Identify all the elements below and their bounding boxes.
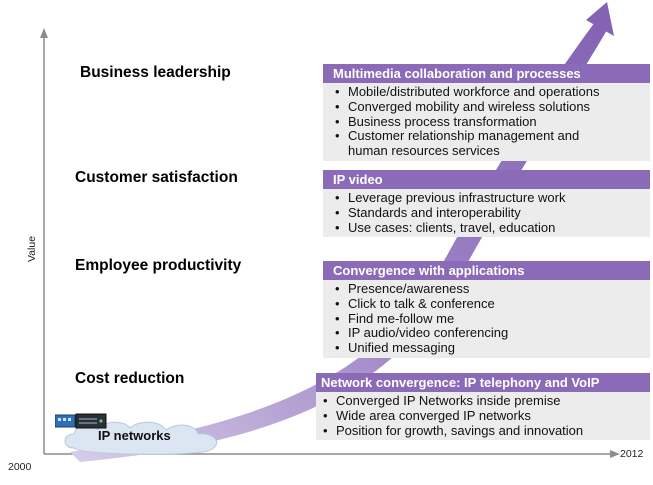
x-axis-start-label: 2000 <box>8 461 32 473</box>
bullet-item: Use cases: clients, travel, education <box>333 220 650 236</box>
bullet-item: Click to talk & conference <box>333 296 650 312</box>
origin-label: IP networks <box>98 428 171 443</box>
bullet-item: Standards and interoperability <box>333 205 650 221</box>
bullet-item: Position for growth, savings and innovat… <box>321 423 650 439</box>
x-axis-end-label: 2012 <box>620 448 644 460</box>
bullet-item: IP audio/video conferencing <box>333 326 650 341</box>
network-device-icon <box>55 413 107 429</box>
bullet-item: Converged IP Networks inside premise <box>321 393 650 409</box>
stage-label-cost-reduction: Cost reduction <box>75 370 185 387</box>
stage-box-business-leadership: Multimedia collaboration and processes M… <box>323 64 650 161</box>
x-axis-arrowhead <box>610 450 620 458</box>
bullet-item: Customer relationship management and <box>333 129 650 144</box>
bullet-continuation: human resources services <box>348 143 500 159</box>
stage-bullet-list: Converged IP Networks inside premise Wid… <box>316 392 650 440</box>
stage-box-cost-reduction: Network convergence: IP telephony and Vo… <box>316 373 650 441</box>
bullet-item: Mobile/distributed workforce and operati… <box>333 84 650 100</box>
stage-label-customer-satisfaction: Customer satisfaction <box>75 169 238 186</box>
y-axis-arrowhead <box>40 28 48 38</box>
stage-label-employee-productivity: Employee productivity <box>75 257 242 274</box>
stage-box-employee-productivity: Convergence with applications Presence/a… <box>323 261 650 358</box>
bullet-item: Find me-follow me <box>333 311 650 327</box>
bullet-item: Converged mobility and wireless solution… <box>333 99 650 115</box>
bullet-item: Business process transformation <box>333 114 650 130</box>
ip-networks-cloud <box>64 421 218 455</box>
bullet-item: Presence/awareness <box>333 281 650 297</box>
growth-arrowhead <box>586 2 614 36</box>
y-axis-label: Value <box>26 235 38 263</box>
stage-bullet-list: Leverage previous infrastructure work St… <box>323 189 650 237</box>
stage-bullet-list: Presence/awareness Click to talk & confe… <box>323 280 650 358</box>
stage-box-customer-satisfaction: IP video Leverage previous infrastructur… <box>323 170 650 238</box>
stage-label-business-leadership: Business leadership <box>80 64 231 81</box>
stage-box-header: Convergence with applications <box>323 261 650 280</box>
stage-box-header: Multimedia collaboration and processes <box>323 64 650 83</box>
stage-box-header: IP video <box>323 170 650 189</box>
bullet-item: Unified messaging <box>333 340 650 356</box>
stage-bullet-list: Mobile/distributed workforce and operati… <box>323 83 650 161</box>
stage-box-header: Network convergence: IP telephony and Vo… <box>316 373 650 392</box>
bullet-item: Leverage previous infrastructure work <box>333 190 650 206</box>
bullet-item: Wide area converged IP networks <box>321 408 650 424</box>
